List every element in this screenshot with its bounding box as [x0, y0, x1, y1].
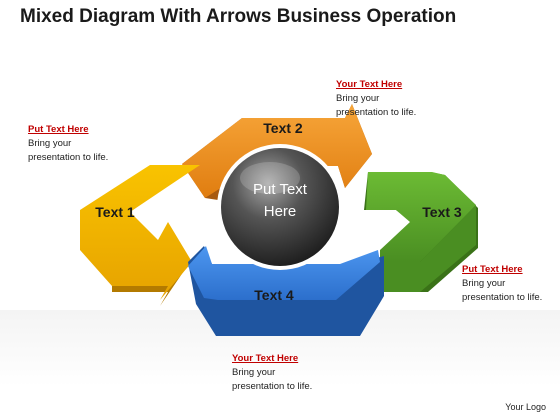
callout-body-line-2: presentation to life. — [336, 107, 417, 118]
callout-body-line-1: Bring your — [336, 93, 380, 104]
center-label-line-2: Here — [264, 203, 297, 220]
center-sphere — [217, 144, 343, 270]
arrow-text-4 — [188, 246, 384, 336]
callout-top-right: Your Text Here Bring your presentation t… — [336, 78, 416, 120]
arrow-text-3 — [364, 172, 478, 292]
center-label-line-1: Put Text — [253, 181, 308, 198]
page-title: Mixed Diagram With Arrows Business Opera… — [20, 6, 457, 27]
callout-heading: Your Text Here — [336, 79, 403, 90]
arrow-text-1 — [80, 165, 200, 306]
callout-body-line-2: presentation to life. — [462, 292, 543, 303]
callout-body-line-2: presentation to life. — [232, 381, 313, 392]
callout-top-left: Put Text Here Bring your presentation to… — [28, 123, 108, 165]
callout-body-line-2: presentation to life. — [28, 152, 109, 163]
arrow-label-text-2: Text 2 — [263, 120, 303, 136]
callout-right: Put Text Here Bring your presentation to… — [462, 263, 542, 305]
callout-heading: Your Text Here — [232, 353, 299, 364]
logo-text: Your Logo — [505, 402, 546, 412]
callout-body-line-1: Bring your — [28, 138, 72, 149]
callout-body-line-1: Bring your — [462, 278, 506, 289]
callout-heading: Put Text Here — [462, 264, 523, 275]
callout-heading: Put Text Here — [28, 124, 89, 135]
callout-bottom: Your Text Here Bring your presentation t… — [232, 352, 312, 394]
arrow-label-text-3: Text 3 — [422, 204, 462, 220]
arrow-label-text-1: Text 1 — [95, 204, 135, 220]
arrow-label-text-4: Text 4 — [254, 287, 294, 303]
callout-body-line-1: Bring your — [232, 367, 276, 378]
